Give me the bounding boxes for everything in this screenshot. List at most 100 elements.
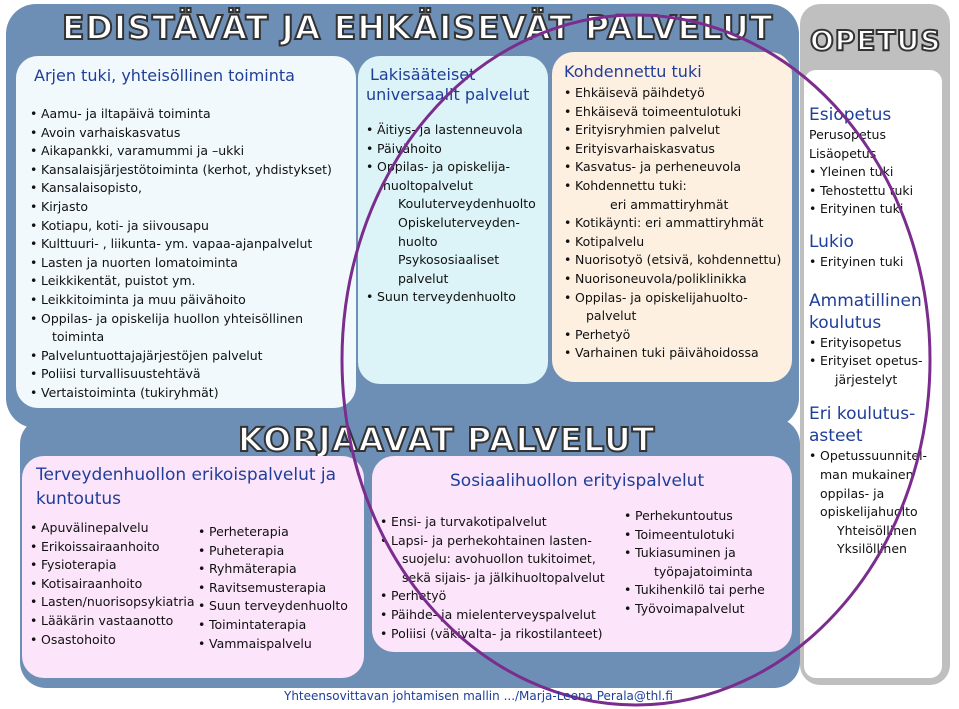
list-item: Tukiasuminen ja	[624, 544, 765, 563]
list-item: Kotisairaanhoito	[30, 575, 195, 594]
title-preventive: EDISTÄVÄT JA EHKÄISEVÄT PALVELUT	[61, 7, 774, 48]
list-item: Nuorisoneuvola/poliklinikka	[564, 270, 781, 289]
all-levels-line: Yksilöllinen	[837, 541, 907, 557]
list-item: Perheterapia	[198, 523, 348, 542]
list-item: Perhetyö	[380, 587, 605, 606]
list-item: Kansalaisjärjestötoiminta (kerhot, yhdis…	[30, 161, 332, 180]
healthcare-special-services-box: Terveydenhuollon erikoispalvelut ja kunt…	[22, 456, 364, 678]
list-item: Apuvälinepalvelu	[30, 519, 195, 538]
list-item: Työvoimapalvelut	[624, 600, 765, 619]
list-item: Kulttuuri- , liikunta- ym. vapaa-ajanpal…	[30, 235, 332, 254]
list-item: Kansalaisopisto,	[30, 179, 332, 198]
list-item: Aikapankki, varamummi ja –ukki	[30, 142, 332, 161]
everyday-support-list: Aamu- ja iltapäivä toiminta Avoin varhai…	[30, 105, 332, 403]
list-item: palvelut	[398, 270, 449, 286]
targeted-support-list: Ehkäisevä päihdetyö Ehkäisevä toimeentul…	[564, 84, 781, 363]
list-item: Suun terveydenhuolto	[198, 597, 348, 616]
statutory-list: Äitiys- ja lastenneuvola Päivähoito Oppi…	[366, 121, 536, 307]
list-item: Puheterapia	[198, 542, 348, 561]
all-levels-list: Opetussuunnitel-	[809, 447, 943, 466]
preschool-heading: Esiopetus	[809, 105, 892, 125]
list-item: Ryhmäterapia	[198, 560, 348, 579]
list-item: Perhetyö	[564, 326, 781, 345]
title-corrective: KORJAAVAT PALVELUT	[237, 419, 656, 460]
list-item: eri ammattiryhmät	[610, 196, 729, 212]
title-education: OPETUS	[809, 23, 942, 58]
list-item: Opetussuunnitel-	[809, 447, 943, 466]
list-item: Lääkärin vastaanotto	[30, 612, 195, 631]
vocational-list: Erityisopetus Erityiset opetus- järjeste…	[809, 334, 943, 390]
list-item: Erityiset opetus-	[809, 352, 943, 371]
list-item: Leikkitoiminta ja muu päivähoito	[30, 291, 332, 310]
targeted-support-box: Kohdennettu tuki Ehkäisevä päihdetyö Ehk…	[552, 52, 792, 382]
all-levels-heading-line2: asteet	[809, 426, 863, 447]
list-item: Erityisryhmien palvelut	[564, 121, 781, 140]
social-welfare-list-col2: Perhekuntoutus Toimeentulotuki Tukiasumi…	[624, 507, 765, 619]
social-welfare-heading: Sosiaalihuollon erityispalvelut	[450, 471, 705, 491]
list-item: Palveluntuottajajärjestöjen palvelut	[30, 347, 332, 366]
list-item: Suun terveydenhuolto	[366, 288, 536, 307]
list-item: järjestelyt	[835, 371, 898, 387]
list-item: Erityisvarhaiskasvatus	[564, 140, 781, 159]
list-item: Toimeentulotuki	[624, 526, 765, 545]
list-item: Lapsi- ja perhekohtainen lasten-	[380, 532, 605, 551]
list-item: Vertaistoiminta (tukiryhmät)	[30, 384, 332, 403]
list-item: Vammaispalvelu	[198, 635, 348, 654]
list-item: Kasvatus- ja perheneuvola	[564, 158, 781, 177]
list-item: Erikoissairaanhoito	[30, 538, 195, 557]
list-item: Poliisi turvallisuustehtävä	[30, 365, 332, 384]
vocational-heading-line1: Ammatillinen	[809, 290, 922, 311]
list-item: Leikkikentät, puistot ym.	[30, 272, 332, 291]
list-item: Ehkäisevä päihdetyö	[564, 84, 781, 103]
targeted-support-heading: Kohdennettu tuki	[564, 62, 702, 81]
everyday-support-box: Arjen tuki, yhteisöllinen toiminta Aamu-…	[16, 56, 356, 408]
list-item: Opiskeluterveyden-	[398, 214, 520, 230]
list-item: Toimintaterapia	[198, 616, 348, 635]
list-item: huoltopalvelut	[383, 177, 473, 193]
list-item: sekä sijais- ja jälkihuoltopalvelut	[402, 569, 605, 585]
upper-secondary-heading: Lukio	[809, 231, 854, 252]
vocational-heading-line2: koulutus	[809, 312, 882, 333]
footer-credit: Yhteensovittavan johtamisen mallin .../M…	[284, 689, 673, 703]
education-content: Esiopetus Perusopetus Lisäopetus Yleinen…	[809, 104, 943, 559]
list-item: työpajatoiminta	[654, 563, 753, 579]
healthcare-heading-line1: Terveydenhuollon erikoispalvelut ja	[36, 465, 337, 485]
list-item: Kohdennettu tuki:	[564, 177, 781, 196]
list-item: Oppilas- ja opiskelijahuolto-	[564, 289, 781, 308]
list-item: Oppilas- ja opiskelija huollon yhteisöll…	[30, 310, 332, 329]
all-levels-line: opiskelijahuolto	[820, 504, 918, 520]
list-item: Psykososiaaliset	[398, 252, 500, 268]
healthcare-list-col1: Apuvälinepalvelu Erikoissairaanhoito Fys…	[30, 519, 195, 649]
list-item: Yleinen tuki	[809, 163, 943, 182]
list-item: Ensi- ja turvakotipalvelut	[380, 513, 605, 532]
list-item: Nuorisotyö (etsivä, kohdennettu)	[564, 251, 781, 270]
statutory-services-box: Lakisääteiset universaalit palvelut Äiti…	[358, 56, 548, 384]
list-item: Perhekuntoutus	[624, 507, 765, 526]
list-item: Erityinen tuki	[809, 200, 943, 219]
list-item: Kotikäynti: eri ammattiryhmät	[564, 214, 781, 233]
list-item: Poliisi (väkivalta- ja rikostilanteet)	[380, 625, 605, 644]
list-item: Fysioterapia	[30, 556, 195, 575]
list-item: Tukihenkilö tai perhe	[624, 581, 765, 600]
list-item: Erityinen tuki	[809, 253, 943, 272]
list-item: Kotipalvelu	[564, 233, 781, 252]
focus-oval-outline	[340, 13, 932, 707]
everyday-support-heading: Arjen tuki, yhteisöllinen toiminta	[34, 66, 295, 85]
all-levels-line: oppilas- ja	[820, 485, 885, 501]
list-item: Oppilas- ja opiskelija-	[366, 158, 536, 177]
list-item: Kouluterveydenhuolto	[398, 196, 536, 212]
list-item: Ravitsemusterapia	[198, 579, 348, 598]
list-item: huolto	[398, 233, 438, 249]
statutory-heading-line1: Lakisääteiset	[370, 65, 476, 84]
healthcare-list-col2: Perheterapia Puheterapia Ryhmäterapia Ra…	[198, 523, 348, 653]
list-item: Lasten/nuorisopsykiatria	[30, 593, 195, 612]
list-item: toiminta	[52, 329, 105, 345]
upper-secondary-list: Erityinen tuki	[809, 253, 943, 272]
list-item: Erityisopetus	[809, 334, 943, 353]
additional-education-label: Lisäopetus	[809, 145, 877, 161]
list-item: Päivähoito	[366, 140, 536, 159]
all-levels-line: Yhteisöllinen	[837, 522, 917, 538]
list-item: palvelut	[586, 308, 637, 324]
list-item: Kirjasto	[30, 198, 332, 217]
